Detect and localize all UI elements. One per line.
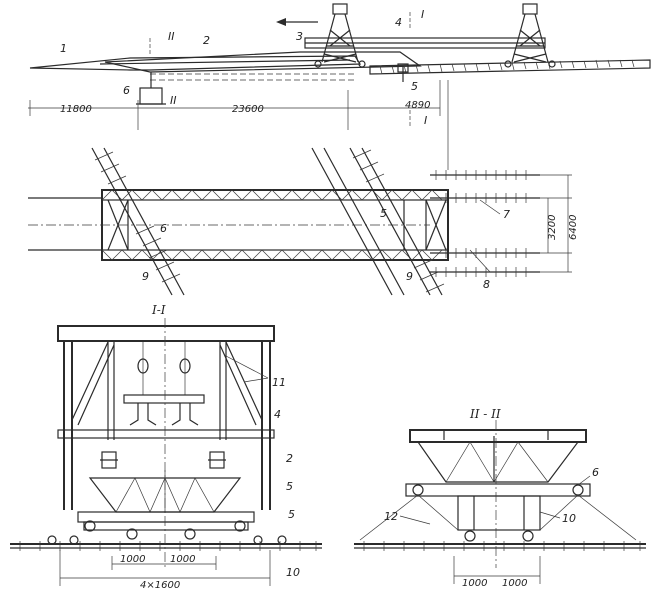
section-2-title: II - II [469, 407, 501, 421]
tower-right [504, 3, 556, 68]
tower-left [314, 3, 366, 68]
cut-mark-1-bottom: I [424, 114, 427, 127]
dim-span-main: 23600 [232, 104, 264, 115]
section-2-view [354, 420, 646, 584]
cut-mark-1-top: I [421, 8, 424, 21]
callout-10-section2: 10 [562, 512, 576, 525]
callout-6: 6 [123, 84, 130, 97]
callout-6-section2: 6 [592, 466, 599, 479]
callout-1: 1 [60, 42, 67, 55]
dim-track-outer: 6400 [568, 215, 579, 240]
callout-2-section: 2 [286, 452, 293, 465]
callout-8: 8 [483, 278, 490, 291]
dim-axle2-a: 1000 [462, 578, 487, 589]
callout-9: 9 [142, 270, 149, 283]
callout-10: 10 [286, 566, 300, 579]
callout-5: 5 [411, 80, 418, 93]
elevation-view [28, 3, 651, 170]
callout-5b-section: 5 [288, 508, 295, 521]
cut-mark-2-top: II [168, 30, 175, 43]
callout-9-right: 9 [406, 270, 413, 283]
callout-12: 12 [384, 510, 398, 523]
callout-7: 7 [503, 208, 510, 221]
callout-5-section: 5 [286, 480, 293, 493]
cut-mark-2-bottom: II [170, 94, 177, 107]
callout-4: 4 [395, 16, 402, 29]
dim-track-inner: 3200 [547, 215, 558, 240]
dim-axle-b: 1000 [170, 554, 195, 565]
section-1-view [10, 318, 322, 586]
callout-11: 11 [272, 376, 286, 389]
callout-4-section: 4 [274, 408, 281, 421]
callout-2: 2 [203, 34, 210, 47]
section-1-title: I-I [151, 303, 166, 317]
dim-wheel-spacing: 4×1600 [140, 580, 180, 591]
callout-6-plan: 6 [160, 222, 167, 235]
dim-axle2-b: 1000 [502, 578, 527, 589]
dim-overhang-left: 11800 [60, 104, 92, 115]
callout-3: 3 [296, 30, 303, 43]
dim-axle-a: 1000 [120, 554, 145, 565]
dim-height: 4890 [405, 100, 430, 111]
plan-view [28, 147, 572, 296]
callout-5-plan: 5 [380, 207, 387, 220]
